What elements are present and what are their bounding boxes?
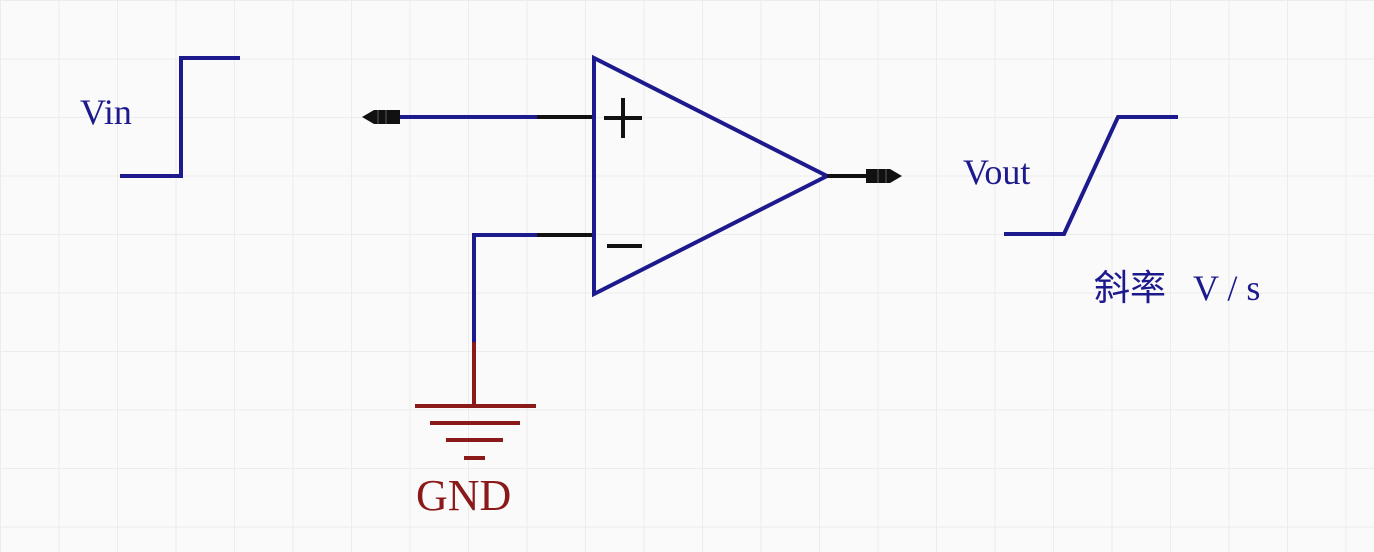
gnd-label: GND	[416, 471, 511, 520]
vout-ramp-waveform	[1004, 115, 1178, 236]
opamp-symbol	[592, 54, 832, 298]
slew-rate-label: 斜率 V / s	[1094, 268, 1260, 308]
vout-label: Vout	[963, 152, 1030, 192]
inverting-input-wire	[472, 233, 594, 342]
ground-symbol-icon	[415, 342, 536, 460]
vin-step-waveform	[120, 56, 240, 178]
noninverting-input-port	[362, 110, 594, 124]
vin-label: Vin	[80, 92, 132, 132]
plus-sign-icon	[604, 98, 642, 138]
output-port	[827, 169, 902, 183]
